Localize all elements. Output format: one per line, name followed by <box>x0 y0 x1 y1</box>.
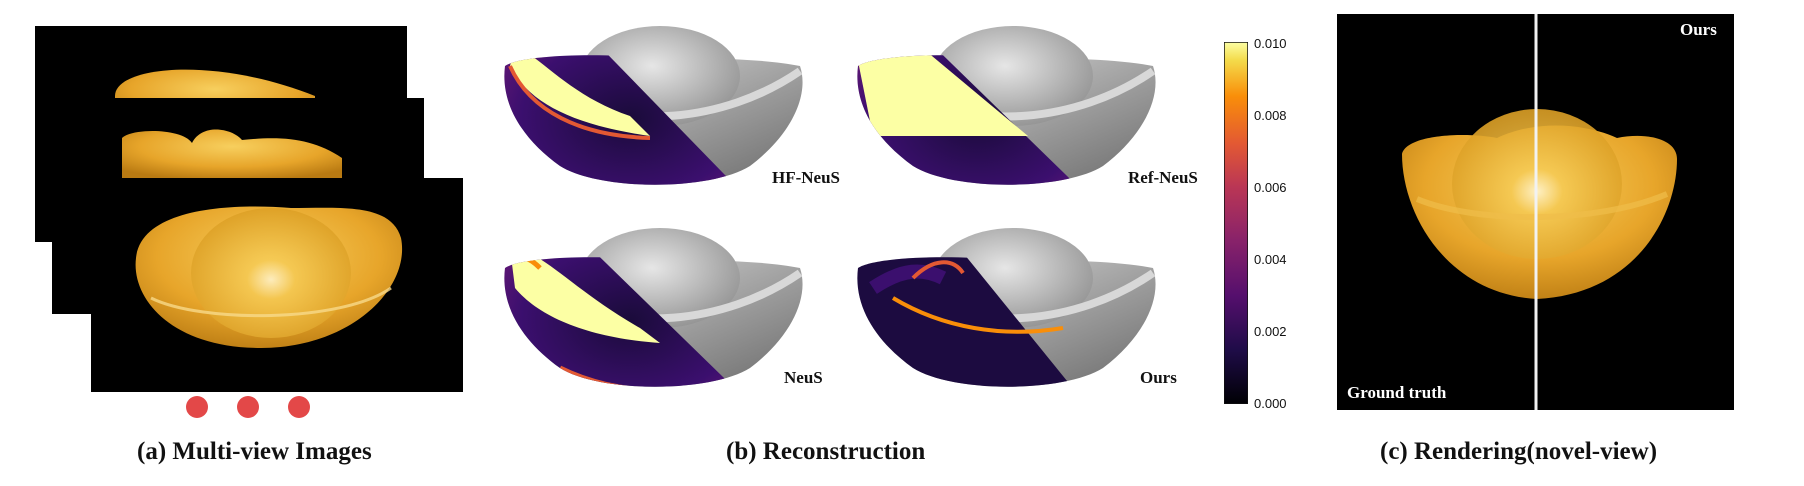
colorbar-tick-2: 0.006 <box>1254 180 1287 195</box>
label-ours-render: Ours <box>1680 20 1717 39</box>
recon-hf-neus <box>500 26 820 211</box>
label-ground-truth: Ground truth <box>1347 383 1447 402</box>
colorbar-tick-1: 0.008 <box>1254 108 1287 123</box>
ellipsis-dot-3 <box>288 396 310 418</box>
colorbar-tick-4: 0.002 <box>1254 324 1287 339</box>
recon-ref-neus <box>853 26 1173 211</box>
ellipsis-dot-1 <box>186 396 208 418</box>
caption-c: (c) Rendering(novel-view) <box>1380 438 1658 465</box>
recon-neus <box>500 228 820 413</box>
label-ref-neus: Ref-NeuS <box>1128 168 1198 187</box>
ellipsis-dot-2 <box>237 396 259 418</box>
label-neus: NeuS <box>784 368 823 387</box>
rendering-panel <box>1337 14 1734 410</box>
caption-b: (b) Reconstruction <box>726 438 926 465</box>
label-ours: Ours <box>1140 368 1177 387</box>
recon-ours <box>853 228 1173 413</box>
caption-a: (a) Multi-view Images <box>137 438 372 465</box>
colorbar-tick-3: 0.004 <box>1254 252 1287 267</box>
colorbar <box>1224 42 1248 404</box>
view-image-3 <box>91 178 463 392</box>
label-hf-neus: HF-NeuS <box>772 168 840 187</box>
colorbar-tick-5: 0.000 <box>1254 396 1287 411</box>
colorbar-tick-0: 0.010 <box>1254 36 1287 51</box>
